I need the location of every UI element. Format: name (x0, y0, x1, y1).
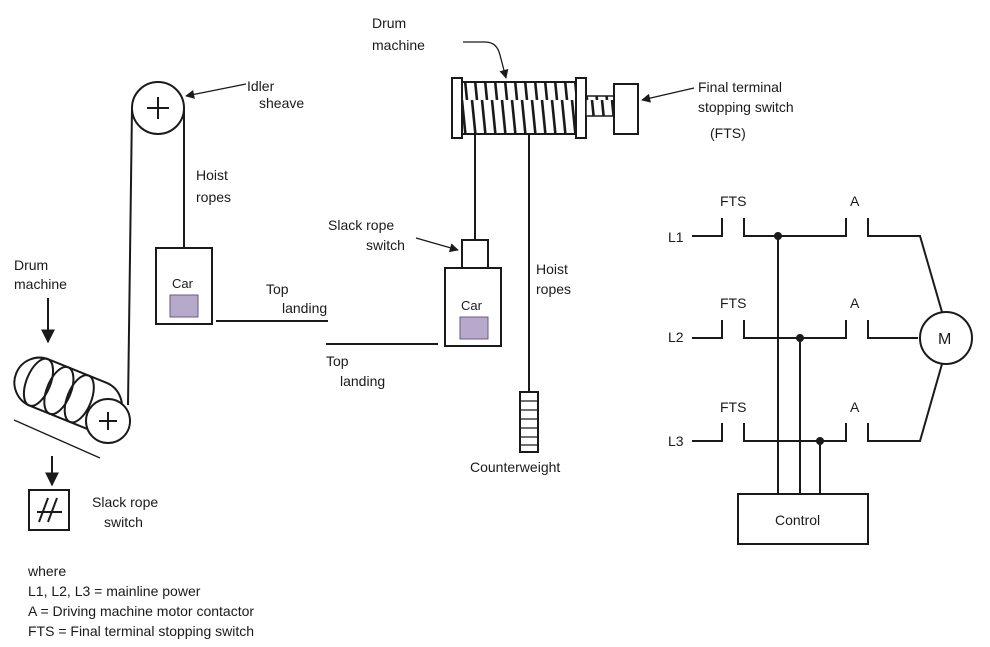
hoist-ropes-label-left: Hoist ropes (196, 167, 232, 205)
fts-box (613, 83, 639, 135)
drum-arrow-mid (463, 41, 509, 79)
slack-rope-switch-mid (461, 239, 489, 269)
legend-item-3: FTS = Final terminal stopping switch (28, 623, 254, 639)
left-traction-diagram: Car Top landing Idler sheave Hoist ropes… (13, 78, 328, 531)
contactor-label-l2: A (850, 295, 860, 311)
car-label-mid: Car (461, 298, 483, 313)
fts-label-l1: FTS (720, 193, 746, 209)
hoist-rope-left (127, 107, 133, 406)
fts-label-l3: FTS (720, 399, 746, 415)
car-label: Car (172, 276, 194, 291)
top-landing-label: Top landing (266, 281, 327, 316)
motor-label: M (938, 331, 951, 348)
slack-rope-label-left: Slack rope switch (92, 494, 162, 530)
final-terminal-label: Final terminal stopping switch (698, 79, 794, 115)
contactor-label-l3: A (850, 399, 860, 415)
drum-base-line (13, 419, 101, 459)
middle-drum-diagram: Drum machine Final terminal stopping swi… (326, 15, 794, 475)
fts-arrow (641, 87, 695, 103)
counterweight-icon (519, 391, 539, 453)
drum-machine-label-mid: Drum machine (372, 15, 425, 53)
drum-icon-mid (451, 81, 587, 135)
contactor-label-l1: A (850, 193, 860, 209)
hoist-ropes-label-mid: Hoist ropes (536, 261, 572, 297)
motor-icon (919, 311, 973, 365)
top-landing-label-mid: Top landing (326, 353, 385, 389)
legend: where L1, L2, L3 = mainline power A = Dr… (27, 563, 254, 639)
slack-rope-arrow-mid (415, 237, 459, 253)
line-label-l1: L1 (668, 229, 684, 245)
control-box (737, 493, 869, 545)
fts-abbrev-label: (FTS) (710, 125, 746, 141)
line-label-l2: L2 (668, 329, 684, 345)
car-emblem (169, 294, 199, 318)
slack-rope-label-mid: Slack rope switch (328, 217, 405, 253)
counterweight-label: Counterweight (470, 459, 560, 475)
legend-item-2: A = Driving machine motor contactor (28, 603, 254, 619)
legend-where: where (27, 563, 66, 579)
drum-machine-label-left: Drum machine (14, 257, 67, 292)
idler-arrow (185, 83, 247, 99)
slack-rope-switch-box (28, 489, 70, 531)
car-emblem-mid (459, 316, 489, 340)
fts-circuit: L1 FTS A L2 FTS A L3 FTS A M Control (668, 193, 973, 545)
legend-item-1: L1, L2, L3 = mainline power (28, 583, 201, 599)
control-label: Control (775, 512, 820, 528)
idler-sheave-label: Idler sheave (247, 78, 304, 111)
drum-shaft (585, 95, 615, 117)
line-label-l3: L3 (668, 433, 684, 449)
fts-label-l2: FTS (720, 295, 746, 311)
